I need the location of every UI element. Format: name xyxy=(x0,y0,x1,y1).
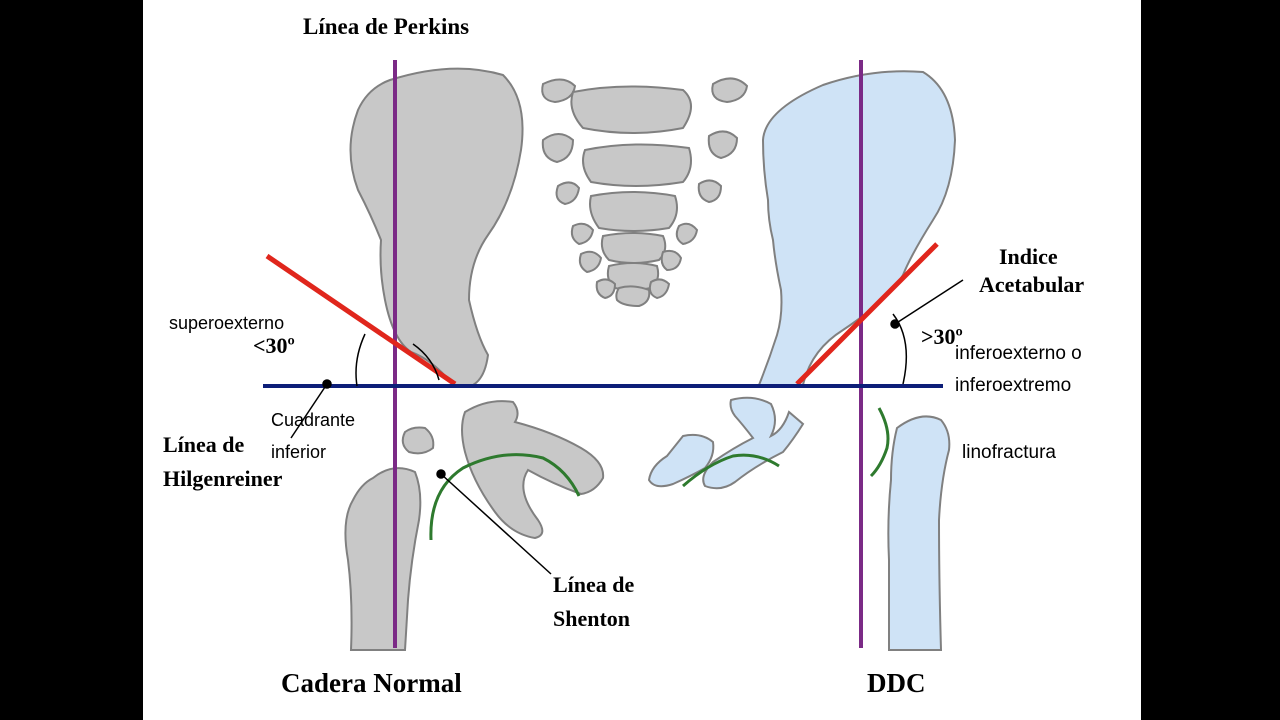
acetabular-lines xyxy=(265,242,939,387)
label-cadera-normal: Cadera Normal xyxy=(281,668,462,698)
label-hilgenreiner-1: Línea de xyxy=(163,432,245,457)
label-ddc: DDC xyxy=(867,668,926,698)
label-linofractura: linofractura xyxy=(962,442,1056,463)
label-gt30: >30º xyxy=(921,324,963,349)
label-shenton-2: Shenton xyxy=(553,606,631,631)
label-cuadrante-1: Cuadrante xyxy=(271,410,356,430)
slide: Línea de Perkins Indice Acetabular super… xyxy=(143,0,1141,720)
label-inferoexterno-2: inferoextremo xyxy=(955,375,1072,396)
perkins-lines xyxy=(393,60,863,648)
label-hilgenreiner-2: Hilgenreiner xyxy=(163,466,283,491)
hip-dysplasia-diagram xyxy=(263,60,964,651)
label-lt30: <30º xyxy=(253,333,295,358)
femur-normal xyxy=(344,467,422,651)
angle-arcs xyxy=(355,313,908,387)
pubis-ddc xyxy=(647,396,805,490)
pubis-normal xyxy=(401,400,605,540)
ilium-normal xyxy=(349,67,524,386)
sacrum xyxy=(541,77,749,308)
label-acetabular: Acetabular xyxy=(979,272,1085,297)
label-cuadrante-2: inferior xyxy=(271,442,327,462)
shenton-arcs xyxy=(429,407,890,541)
label-inferoexterno-1: inferoexterno o xyxy=(955,343,1082,364)
label-perkins: Línea de Perkins xyxy=(303,14,470,39)
pointers xyxy=(290,279,964,575)
ilium-ddc xyxy=(757,70,957,386)
label-indice: Indice xyxy=(999,244,1058,269)
label-superoexterno: superoexterno xyxy=(169,313,285,333)
femur-ddc xyxy=(887,415,951,651)
label-shenton-1: Línea de xyxy=(553,572,635,597)
